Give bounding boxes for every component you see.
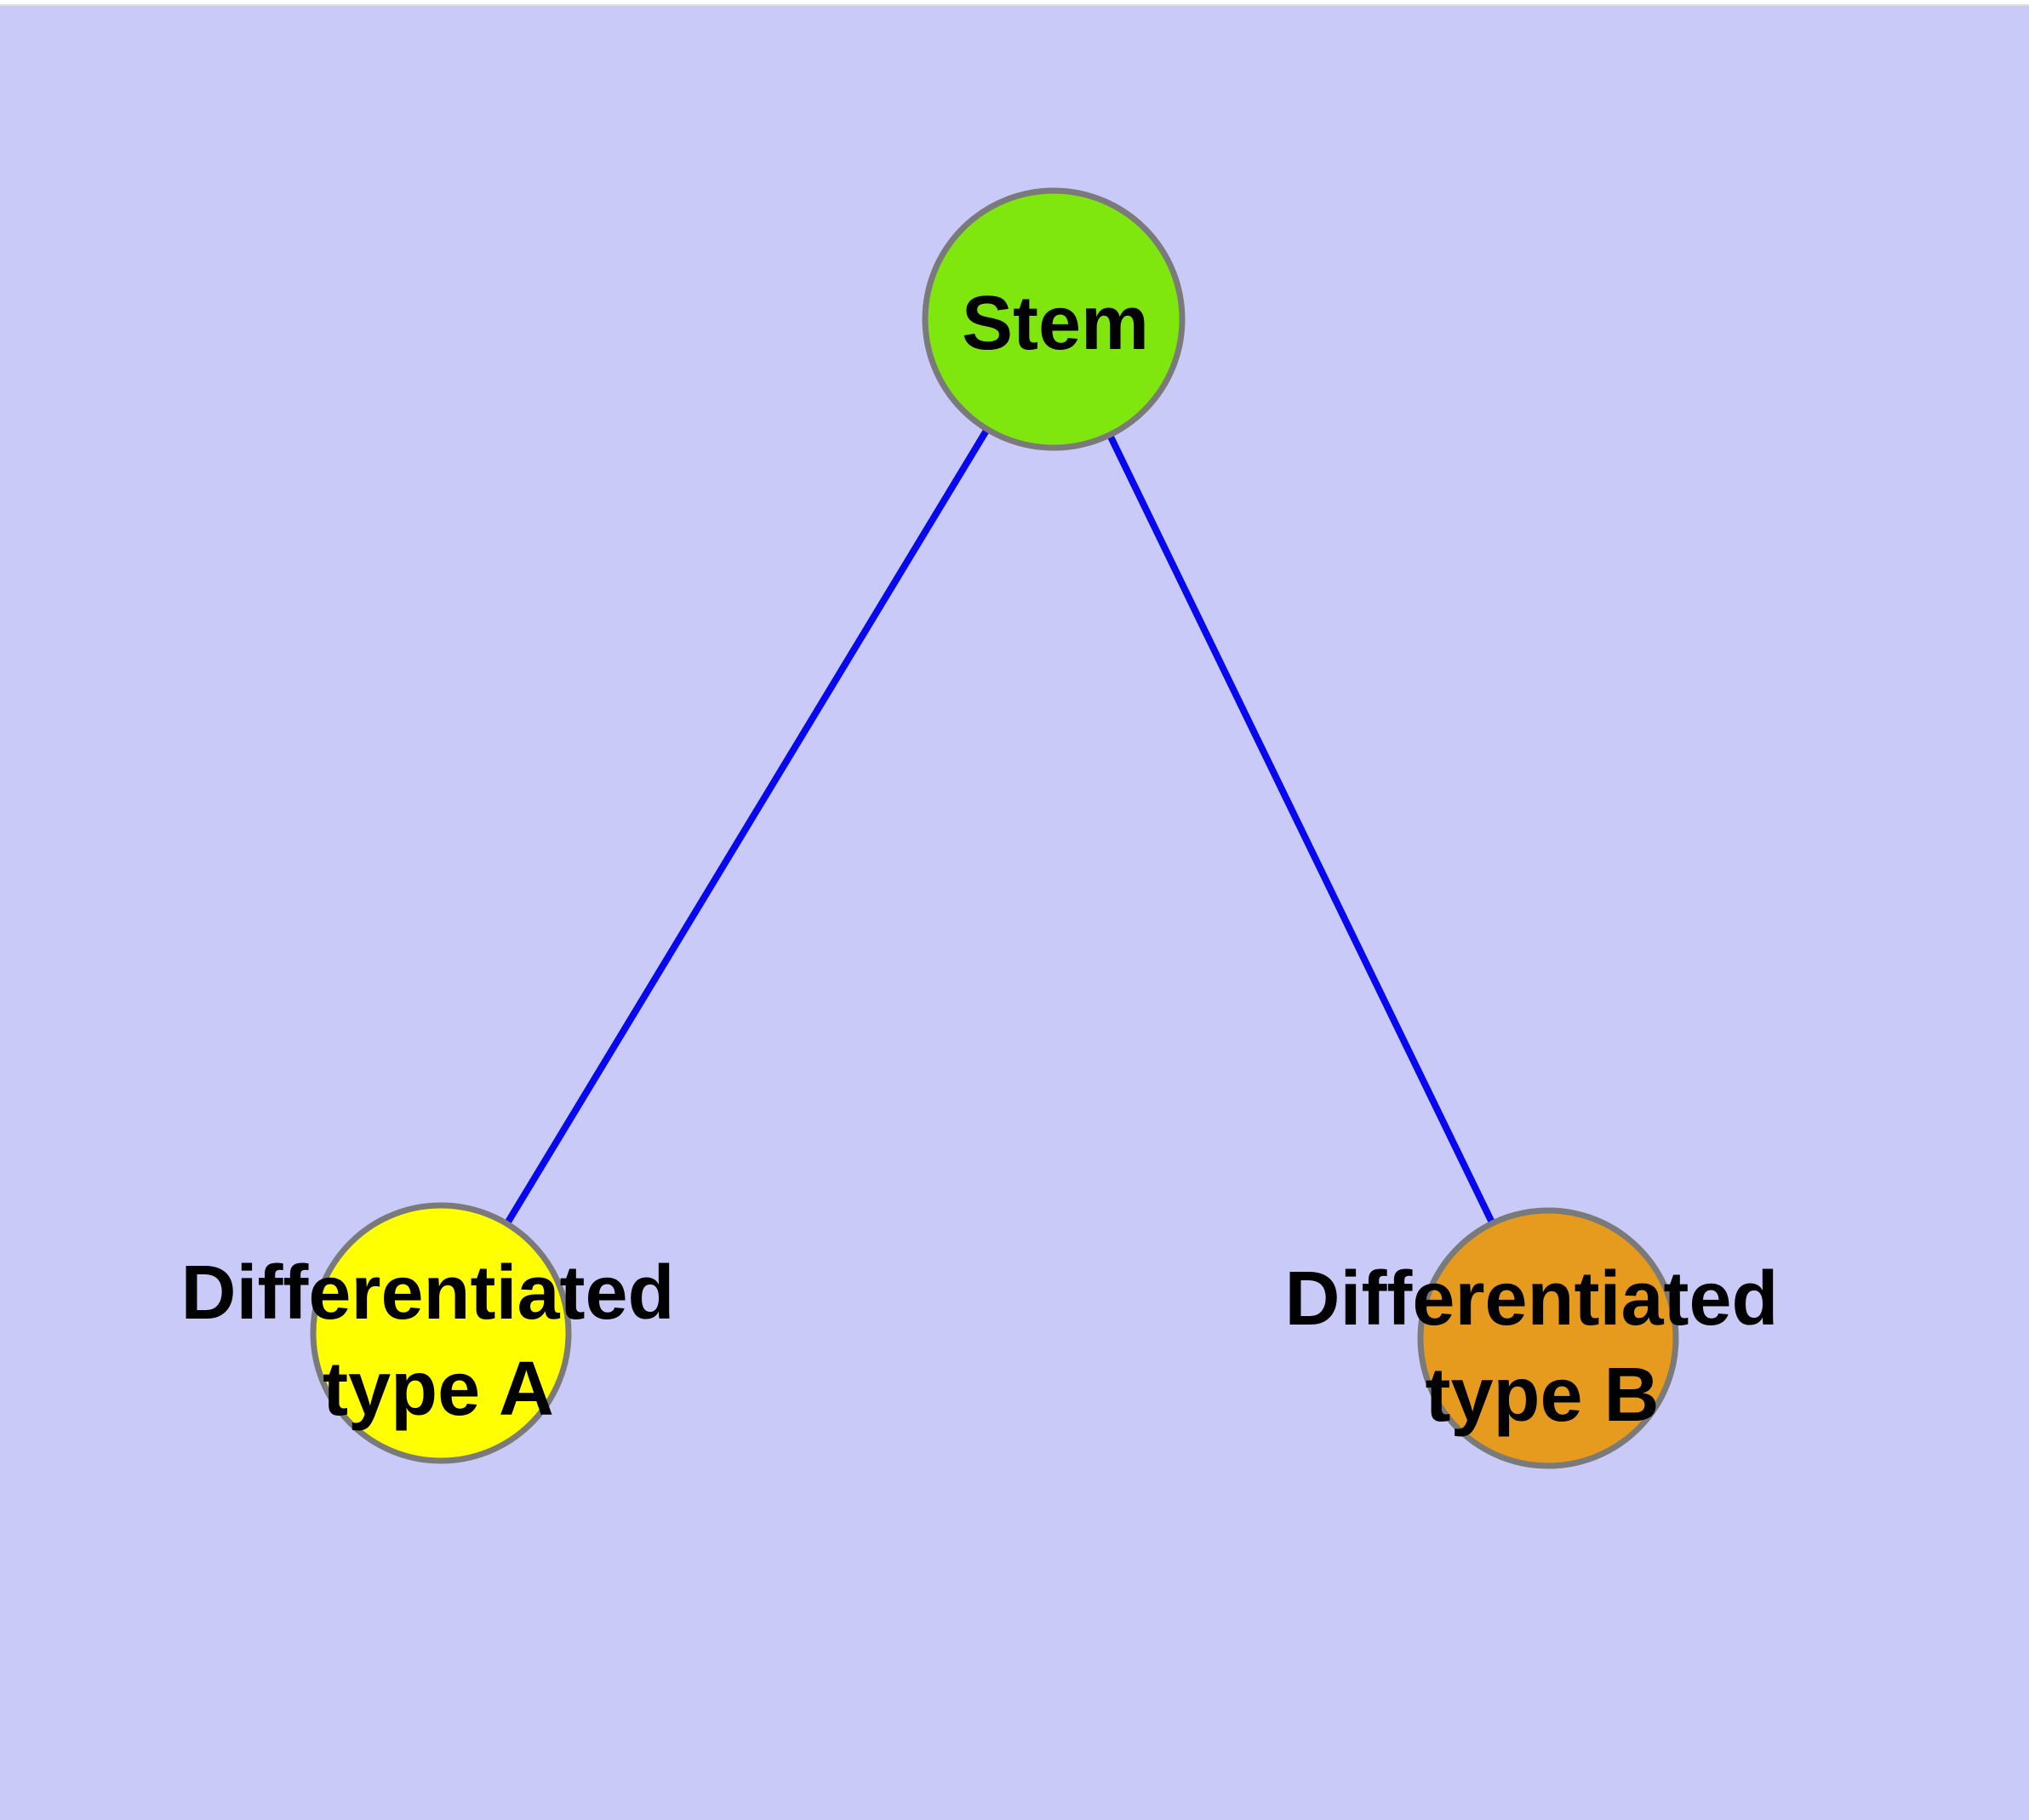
window-top-strip-line	[0, 4, 2029, 6]
differentiated-type-a-label-line-1: Differentiated	[180, 1251, 674, 1336]
edge-stem-to-type-a	[437, 317, 1057, 1336]
differentiated-type-a-node-circle	[310, 1202, 572, 1464]
stem-node-circle	[922, 187, 1186, 451]
differentiated-type-b-label-line-2: type B	[1425, 1353, 1659, 1438]
differentiated-type-a-node-label: Differentiated type A	[180, 1251, 695, 1432]
edge-stem-to-type-b	[1050, 318, 1552, 1340]
differentiated-type-b-node-circle	[1417, 1207, 1679, 1469]
labels-layer: Stem Differentiated type A Differentiate…	[180, 281, 1799, 1438]
differentiated-type-b-node-label: Differentiated type B	[1284, 1256, 1799, 1438]
differentiated-type-b-label-line-1: Differentiated	[1284, 1256, 1778, 1342]
nodes-layer	[310, 187, 1679, 1469]
edges-layer	[437, 317, 1552, 1340]
window-top-strip	[0, 0, 2029, 4]
stem-node-label: Stem	[962, 281, 1149, 366]
differentiated-type-a-label-line-2: type A	[323, 1347, 554, 1432]
